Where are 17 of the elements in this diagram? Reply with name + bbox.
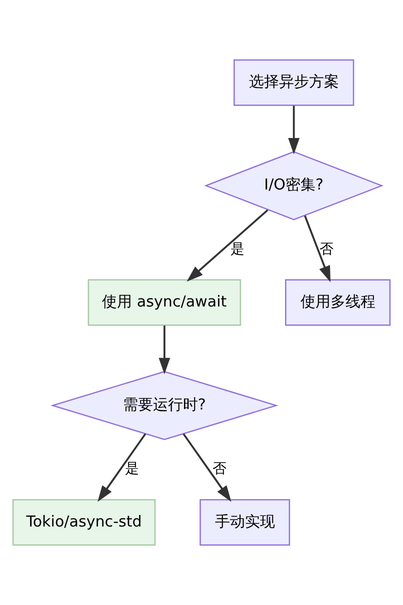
edge-label: 否 bbox=[320, 241, 334, 258]
node-box: 选择异步方案 bbox=[234, 59, 354, 106]
arrow bbox=[304, 215, 331, 282]
arrow bbox=[288, 106, 300, 154]
arrow bbox=[182, 433, 232, 502]
node-box: 手动实现 bbox=[200, 499, 290, 546]
edge-label: 否 bbox=[212, 461, 227, 478]
node-box: 使用 async/await bbox=[88, 279, 242, 326]
node-diamond: 需要运行时? bbox=[50, 370, 278, 440]
node-box: Tokio/async-std bbox=[12, 499, 156, 546]
edge-label: 是 bbox=[230, 241, 244, 258]
arrow bbox=[98, 433, 146, 502]
arrow bbox=[158, 326, 170, 374]
node-box: 使用多线程 bbox=[285, 279, 391, 326]
edge-label: 是 bbox=[124, 461, 139, 478]
arrow bbox=[186, 209, 268, 282]
node-diamond: I/O密集? bbox=[204, 151, 384, 220]
